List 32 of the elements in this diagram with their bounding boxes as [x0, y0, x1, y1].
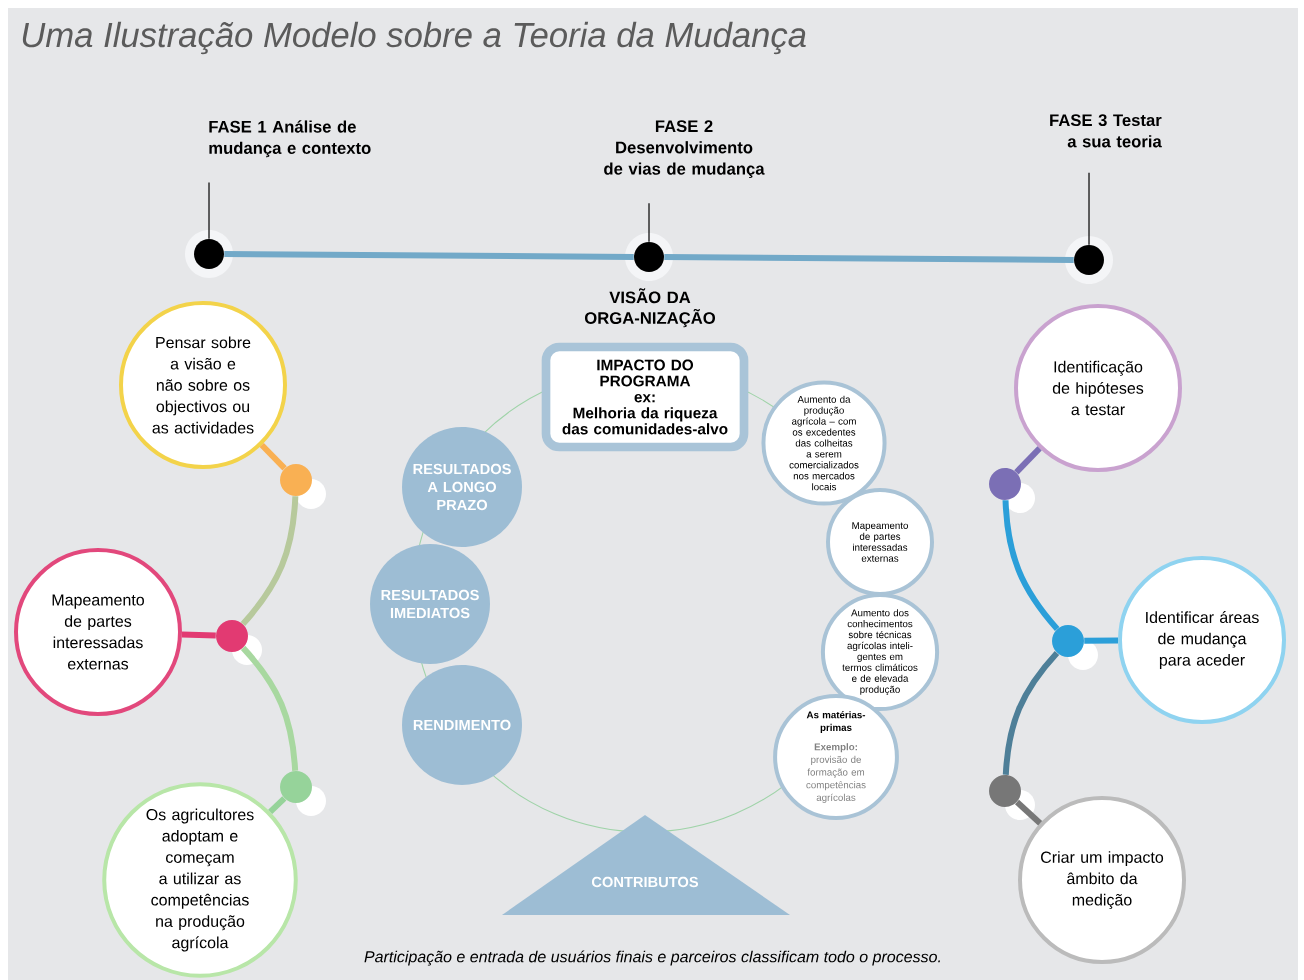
connector-dot — [216, 620, 262, 665]
leader-line — [208, 181, 210, 240]
section-heading: VISÃO DA ORGA-NIZAÇÃO — [584, 288, 715, 328]
input-triangle: CONTRIBUTOS — [502, 815, 790, 915]
connector-line — [1014, 799, 1043, 826]
leader-line — [648, 202, 650, 243]
connector-line — [268, 796, 287, 815]
timeline-dot — [185, 230, 233, 278]
connector-line — [224, 251, 634, 260]
connector-dot — [280, 771, 326, 816]
connector-line — [181, 631, 216, 639]
connector-dot — [1052, 625, 1098, 670]
connector-line — [1014, 446, 1042, 475]
connector-line — [1002, 500, 1060, 631]
connector-line — [664, 254, 1074, 263]
leader-line — [1088, 172, 1090, 246]
phase-label: FASE 3 Testar a sua teoria — [1050, 114, 1162, 148]
timeline-dot — [625, 233, 673, 281]
connector-line — [259, 442, 287, 471]
connector-dot — [989, 468, 1035, 513]
connector-line — [240, 645, 299, 771]
connector-dot — [280, 464, 326, 509]
footnote: Participação e entrada de usuários finais e parceiros classificam todo o processo. — [364, 950, 940, 966]
connector-line — [1002, 650, 1060, 775]
title: Uma Ilustração Modelo sobre a Teoria da Mudança — [22, 21, 806, 55]
connector-line — [240, 496, 299, 626]
phase-label: FASE 2 Desenvolvimento de vias de mudança — [604, 120, 765, 178]
connector-line — [1084, 637, 1119, 644]
timeline-dot — [1065, 236, 1113, 284]
connector-dot — [989, 775, 1035, 820]
impact-box: IMPACTO DO PROGRAMA ex: Melhoria da riqueza das comunidades-alvo — [541, 342, 749, 452]
phase-label: FASE 1 Análise de mudança e contexto — [209, 120, 371, 158]
